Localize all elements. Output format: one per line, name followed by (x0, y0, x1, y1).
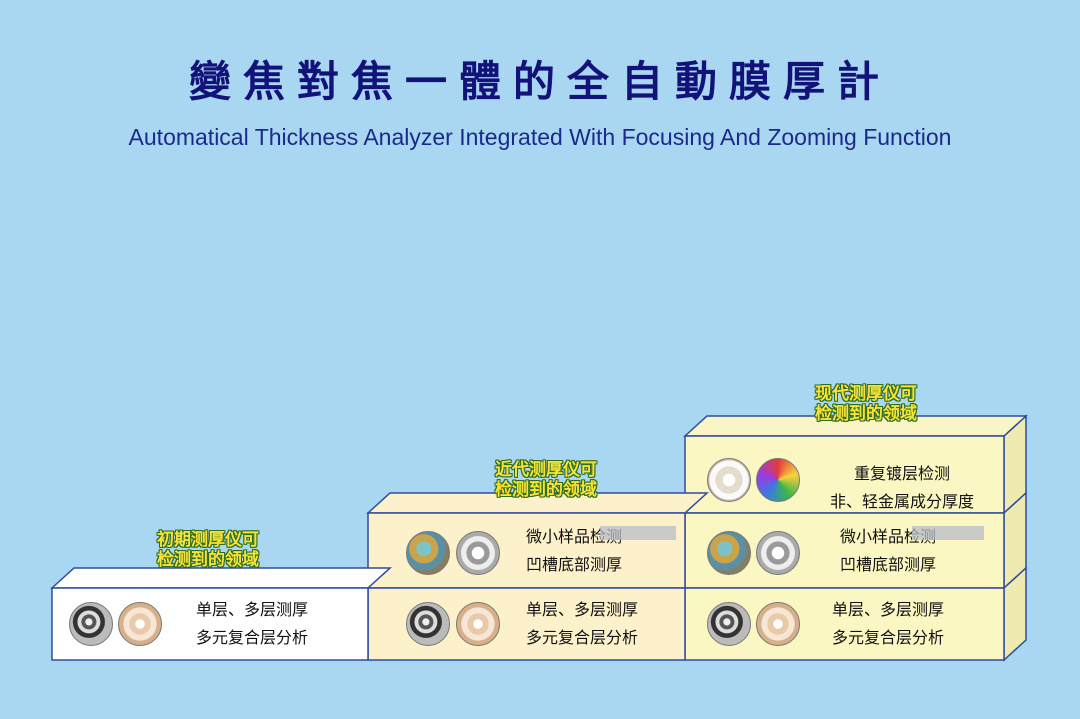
text-line: 凹槽底部测厚 (526, 555, 623, 574)
box-front-stage3-row1 (684, 435, 1005, 514)
stage3-label: 现代测厚仪可 检测到的领域 (786, 384, 946, 424)
box-front-stage1-row1 (51, 587, 369, 661)
text-line: 微小样品检测 (526, 527, 623, 546)
stage1-label-line2: 检测到的领域 (157, 550, 259, 570)
text-line: 非、轻金属成分厚度 (829, 492, 974, 511)
stage2-row1-text: 微小样品检测 凹槽底部测厚 (526, 523, 622, 579)
metal-parts-icon (406, 602, 450, 646)
box-top-face (50, 567, 392, 589)
stage2-label-line1: 近代测厚仪可 (495, 460, 597, 480)
stage1-label: 初期测厚仪可 检测到的领域 (128, 530, 288, 570)
text-line: 多元复合层分析 (526, 628, 639, 647)
text-line: 单层、多层测厚 (196, 600, 309, 619)
text-line: 单层、多层测厚 (526, 600, 639, 619)
metal-parts-icon (69, 602, 113, 646)
text-line: 多元复合层分析 (196, 628, 309, 647)
ring-parts-icon (118, 602, 162, 646)
white-parts-icon (707, 458, 751, 502)
watermark (600, 526, 676, 540)
text-line: 多元复合层分析 (832, 628, 945, 647)
connector-icon (456, 531, 500, 575)
stage3-row1-text: 重复镀层检测 非、轻金属成分厚度 (822, 460, 982, 516)
stage2-label: 近代测厚仪可 检测到的领域 (466, 460, 626, 500)
stage2-row2-text: 单层、多层测厚 多元复合层分析 (526, 596, 638, 652)
page-subtitle: Automatical Thickness Analyzer Integrate… (128, 124, 952, 150)
connector-icon (756, 531, 800, 575)
text-line: 单层、多层测厚 (832, 600, 945, 619)
stage3-row3-text: 单层、多层测厚 多元复合层分析 (832, 596, 944, 652)
ring-parts-icon (456, 602, 500, 646)
stage3-label-line2: 检测到的领域 (815, 404, 917, 424)
text-line: 凹槽底部测厚 (840, 555, 937, 574)
circuit-board-icon (707, 531, 751, 575)
stage1-row1-text: 单层、多层测厚 多元复合层分析 (196, 596, 308, 652)
circuit-board-icon (406, 531, 450, 575)
colored-beads-icon (756, 458, 800, 502)
page-title: 變焦對焦一體的全自動膜厚計 (188, 57, 891, 106)
metal-parts-icon (707, 602, 751, 646)
text-line: 重复镀层检测 (853, 464, 950, 483)
watermark (912, 526, 984, 540)
stage3-label-line1: 现代测厚仪可 (815, 384, 917, 404)
stage2-label-line2: 检测到的领域 (495, 480, 597, 500)
ring-parts-icon (756, 602, 800, 646)
stage1-label-line1: 初期测厚仪可 (157, 530, 259, 550)
